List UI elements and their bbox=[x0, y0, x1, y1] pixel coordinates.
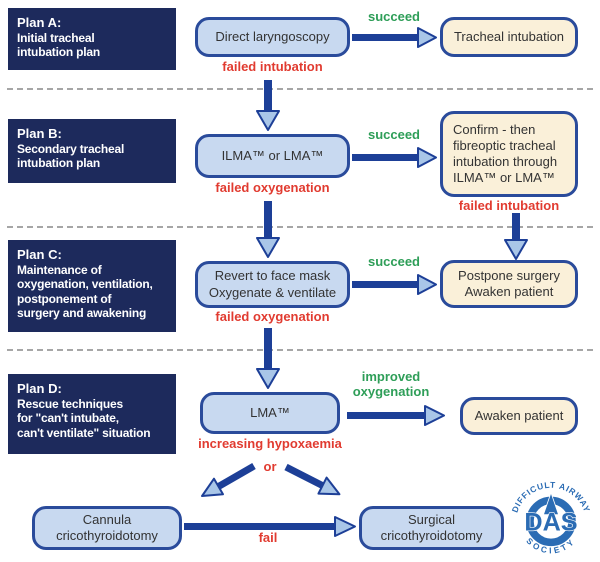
down-arrow-confirm-to-postpone bbox=[504, 213, 528, 260]
plan-a-box: Plan A: Initial tracheal intubation plan bbox=[8, 8, 176, 70]
plan-b-box: Plan B: Secondary tracheal intubation pl… bbox=[8, 119, 176, 183]
label-or: or bbox=[263, 459, 277, 474]
plan-c-desc: Maintenance of oxygenation, ventilation,… bbox=[17, 262, 153, 321]
node-direct-laryngoscopy: Direct laryngoscopy bbox=[195, 17, 350, 57]
label-succeed-c: succeed bbox=[367, 254, 421, 269]
down-arrow-a bbox=[256, 80, 280, 131]
section-divider-3 bbox=[7, 349, 593, 351]
label-improved-oxygenation: improved oxygenation bbox=[352, 369, 430, 399]
node-awaken-patient: Awaken patient bbox=[460, 397, 578, 435]
das-logo-icon: DIFFICULT AIRWAY SOCIETY DAS bbox=[510, 480, 592, 556]
down-arrow-b bbox=[256, 201, 280, 258]
plan-c-box: Plan C: Maintenance of oxygenation, vent… bbox=[8, 240, 176, 332]
plan-d-desc: Rescue techniques for "can't intubate, c… bbox=[17, 396, 151, 440]
label-failed-oxygenation-b: failed oxygenation bbox=[215, 180, 330, 195]
arrow-succeed-b bbox=[352, 147, 437, 168]
node-postpone-surgery: Postpone surgery Awaken patient bbox=[440, 260, 578, 308]
label-fail: fail bbox=[258, 530, 278, 545]
node-lma: LMA™ bbox=[200, 392, 340, 434]
section-divider-2 bbox=[7, 226, 593, 228]
node-ilma-lma: ILMA™ or LMA™ bbox=[195, 134, 350, 178]
down-arrow-c bbox=[256, 328, 280, 389]
plan-a-desc: Initial tracheal intubation plan bbox=[17, 30, 100, 60]
diagonal-arrow-right bbox=[284, 463, 341, 496]
plan-d-box: Plan D: Rescue techniques for "can't int… bbox=[8, 374, 176, 454]
node-revert-face-mask: Revert to face mask Oxygenate & ventilat… bbox=[195, 261, 350, 308]
label-succeed-a: succeed bbox=[367, 9, 421, 24]
node-tracheal-intubation: Tracheal intubation bbox=[440, 17, 578, 57]
label-failed-oxygenation-c: failed oxygenation bbox=[215, 309, 330, 324]
label-failed-intubation-b: failed intubation bbox=[458, 198, 560, 213]
das-logo-center-text: DAS bbox=[524, 509, 577, 537]
label-failed-intubation-a: failed intubation bbox=[222, 59, 323, 74]
label-increasing-hypoxaemia: increasing hypoxaemia bbox=[198, 436, 342, 451]
section-divider-1 bbox=[7, 88, 593, 90]
node-cannula-cricothyroidotomy: Cannula cricothyroidotomy bbox=[32, 506, 182, 550]
plan-a-title: Plan A: bbox=[17, 15, 62, 30]
plan-d-title: Plan D: bbox=[17, 381, 62, 396]
node-confirm-fibreoptic: Confirm - then fibreoptic tracheal intub… bbox=[440, 111, 578, 197]
node-surgical-cricothyroidotomy: Surgical cricothyroidotomy bbox=[359, 506, 504, 550]
arrow-improved-oxygenation bbox=[347, 405, 445, 426]
plan-b-title: Plan B: bbox=[17, 126, 62, 141]
arrow-succeed-c bbox=[352, 274, 437, 295]
plan-b-desc: Secondary tracheal intubation plan bbox=[17, 141, 125, 171]
label-succeed-b: succeed bbox=[367, 127, 421, 142]
arrow-succeed-a bbox=[352, 27, 437, 48]
arrow-fail bbox=[184, 516, 356, 537]
plan-c-title: Plan C: bbox=[17, 247, 62, 262]
diagonal-arrow-left bbox=[201, 462, 256, 497]
